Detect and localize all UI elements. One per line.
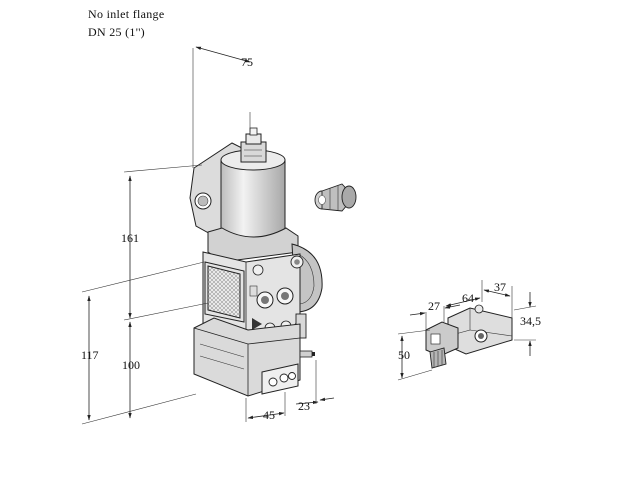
inlet-filter xyxy=(207,265,241,319)
cable-gland xyxy=(314,183,357,212)
plug-head xyxy=(425,321,459,357)
dimension-lines xyxy=(81,46,537,425)
coil-flange xyxy=(207,227,299,263)
plug-connector xyxy=(425,304,513,369)
dim-27: 27 xyxy=(428,299,440,313)
dim-50: 50 xyxy=(398,348,410,362)
dim-34-5: 34,5 xyxy=(520,314,541,328)
note-no-inlet-flange: No inlet flange xyxy=(88,7,165,21)
dim-75: 75 xyxy=(241,55,253,69)
dim-37: 37 xyxy=(494,280,506,294)
side-pin xyxy=(299,350,313,358)
dim-45: 45 xyxy=(263,408,275,422)
dim-23: 23 xyxy=(298,399,310,413)
note-dn-size: DN 25 (1'') xyxy=(88,25,145,39)
dimension-labels: 75 161 117 100 45 23 27 64 37 34,5 50 xyxy=(81,55,541,422)
coil-cap xyxy=(240,141,267,163)
dim-161: 161 xyxy=(121,231,139,245)
dim-64: 64 xyxy=(462,291,474,305)
dim-100: 100 xyxy=(122,358,140,372)
dim-117: 117 xyxy=(81,348,99,362)
valve-assembly xyxy=(189,127,323,397)
